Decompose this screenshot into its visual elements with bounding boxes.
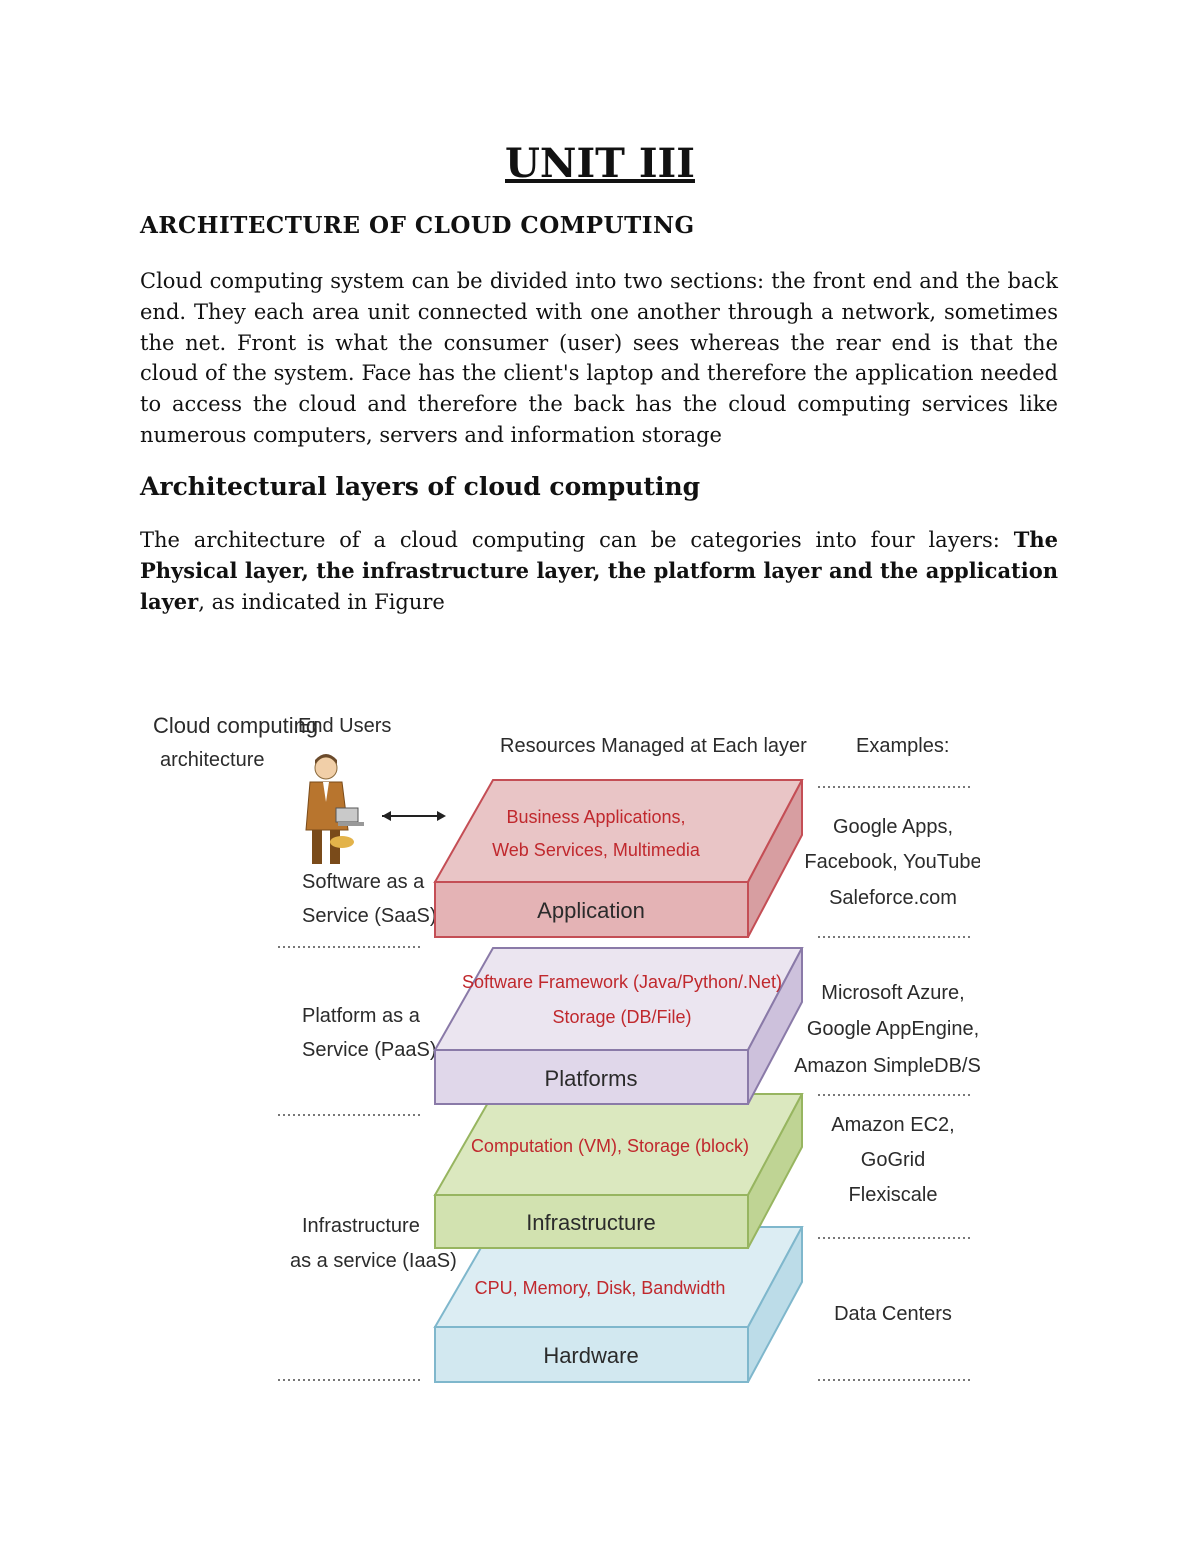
platform-resources-line1: Software Framework (Java/Python/.Net)	[462, 972, 782, 992]
saas-label-line2: Service (SaaS)	[302, 905, 437, 927]
examples-paas-line1: Microsoft Azure,	[821, 982, 964, 1004]
saas-label-line1: Software as a	[302, 871, 425, 893]
infrastructure-layer-name: Infrastructure	[526, 1210, 656, 1235]
figure-title-line1: Cloud computing	[153, 713, 318, 738]
examples-saas-line1: Google Apps,	[833, 816, 953, 838]
layers-subheading: Architectural layers of cloud computing	[140, 472, 700, 501]
application-layer-name: Application	[537, 898, 645, 923]
intro-paragraph: Cloud computing system can be divided in…	[140, 266, 1058, 451]
application-layer-top	[435, 780, 802, 882]
platform-layer-name: Platforms	[545, 1066, 638, 1091]
examples-header: Examples:	[856, 735, 949, 757]
hardware-resources: CPU, Memory, Disk, Bandwidth	[475, 1278, 726, 1298]
iaas-label-line2: as a service (IaaS)	[290, 1250, 457, 1272]
section-heading: ARCHITECTURE OF CLOUD COMPUTING	[140, 212, 695, 239]
cloud-architecture-diagram: Cloud computing architecture End Users R…	[140, 690, 980, 1400]
examples-iaas-line2: GoGrid	[861, 1149, 925, 1171]
resources-header: Resources Managed at Each layer	[500, 735, 807, 757]
examples-paas-line2: Google AppEngine,	[807, 1018, 979, 1040]
application-layer: Business Applications, Web Services, Mul…	[435, 780, 802, 937]
layers-paragraph: The architecture of a cloud computing ca…	[140, 525, 1058, 617]
layers-paragraph-intro: The architecture of a cloud computing ca…	[140, 528, 1014, 552]
hardware-layer-name: Hardware	[543, 1343, 638, 1368]
end-users-label: End Users	[298, 715, 391, 737]
examples-paas-line3: Amazon SimpleDB/S3	[794, 1055, 980, 1077]
end-user-icon	[306, 754, 364, 864]
unit-title: UNIT III	[0, 140, 1200, 187]
examples-saas-line3: Saleforce.com	[829, 887, 957, 909]
cloud-architecture-figure: Cloud computing architecture End Users R…	[140, 690, 980, 1400]
bidirectional-arrow-icon	[382, 811, 446, 821]
paas-label-line2: Service (PaaS)	[302, 1039, 437, 1061]
examples-iaas-line1: Amazon EC2,	[831, 1114, 954, 1136]
layers-paragraph-outro: , as indicated in Figure	[198, 590, 445, 614]
application-resources-line1: Business Applications,	[506, 807, 685, 827]
figure-title-line2: architecture	[160, 749, 265, 771]
examples-saas-line2: Facebook, YouTube	[804, 851, 980, 873]
infrastructure-layer: Computation (VM), Storage (block) Infras…	[435, 1094, 802, 1248]
platform-resources-line2: Storage (DB/File)	[552, 1007, 691, 1027]
hardware-layer: CPU, Memory, Disk, Bandwidth Hardware	[435, 1227, 802, 1382]
infrastructure-resources: Computation (VM), Storage (block)	[471, 1136, 749, 1156]
application-resources-line2: Web Services, Multimedia	[492, 840, 701, 860]
paas-label-line1: Platform as a	[302, 1005, 421, 1027]
iaas-label-line1: Infrastructure	[302, 1215, 420, 1237]
platform-layer: Software Framework (Java/Python/.Net) St…	[435, 948, 802, 1104]
examples-hardware: Data Centers	[834, 1303, 952, 1325]
examples-iaas-line3: Flexiscale	[849, 1184, 938, 1206]
platform-layer-top	[435, 948, 802, 1050]
